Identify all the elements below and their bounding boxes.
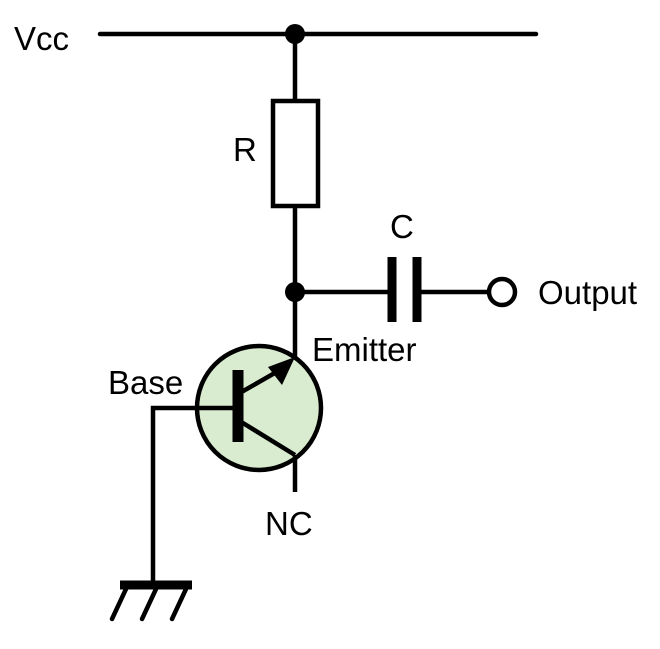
capacitor-label: C	[390, 208, 414, 245]
ground-hatch-3	[169, 586, 189, 622]
emitter-label: Emitter	[312, 331, 417, 368]
base-label: Base	[108, 364, 183, 401]
transistor-emitter-lead	[236, 368, 282, 396]
output-terminal	[486, 276, 518, 308]
resistor	[270, 98, 321, 209]
resistor-label: R	[233, 131, 257, 168]
wire-base-to-ground	[150, 405, 238, 583]
ground-hatch-2	[139, 586, 159, 622]
emitter-arrow	[268, 357, 295, 385]
vcc-label: Vcc	[14, 20, 69, 57]
output-label: Output	[538, 274, 637, 311]
transistor-collector-lead	[236, 418, 297, 457]
collector-label: NC	[265, 505, 313, 542]
ground-hatch-1	[109, 586, 129, 622]
